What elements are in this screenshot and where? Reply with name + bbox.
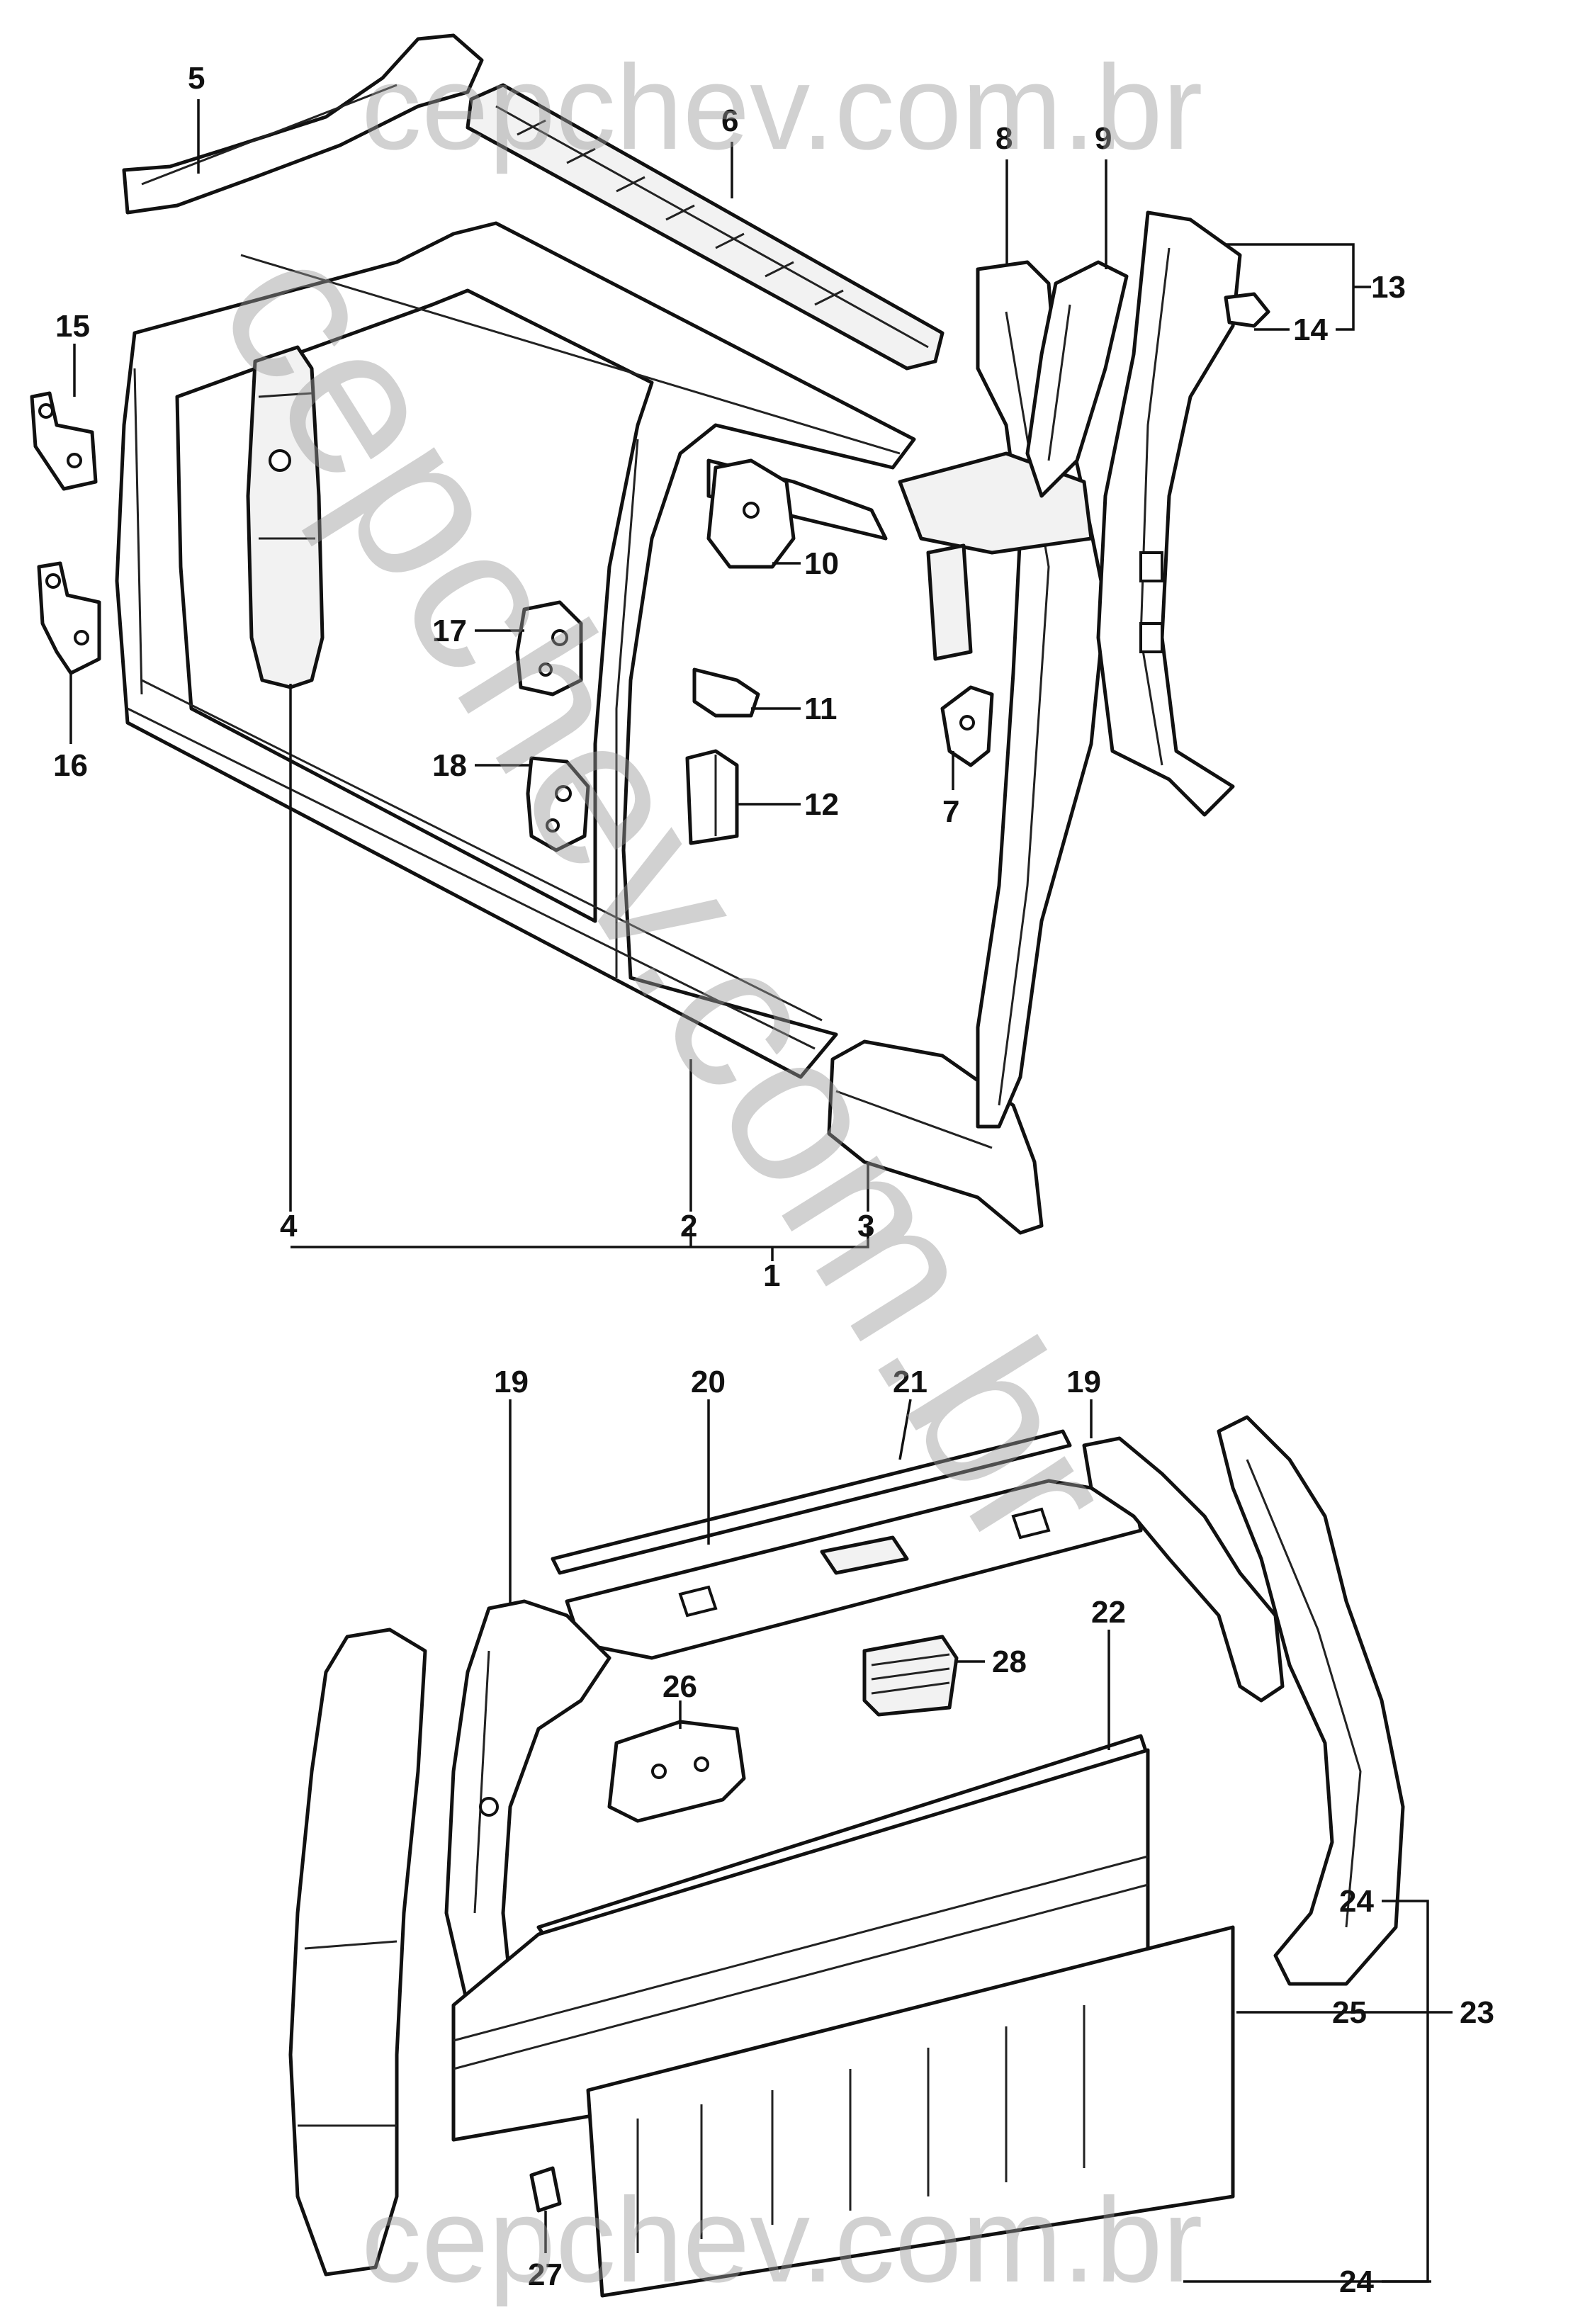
rear-quarter-pillar-right [1082,1436,1285,1703]
cab-rear-assembly [288,1415,1405,2298]
striker-plate-lower [526,756,590,852]
clip-part [1224,292,1270,328]
callout-13: 13 [1371,270,1406,305]
callout-1: 1 [763,1258,780,1293]
callout-27: 27 [528,2257,563,2292]
vent-grille [862,1635,959,1717]
watermark-bottom: cepchev.com.br [361,2173,1202,2308]
hinge-bracket-upper [30,391,98,491]
rear-cab-main-panel [451,1734,1235,2298]
callout-23: 23 [1460,1995,1494,2030]
rear-quarter-pillar-left [444,1599,611,2021]
callout-28: 28 [992,1645,1027,1679]
small-tab-piece [529,2166,562,2213]
pillar-reinforcement [246,345,325,689]
callout-24-lower: 24 [1339,2264,1374,2299]
callout-12: 12 [804,787,839,822]
side-body-assembly [30,33,1270,1235]
callout-8: 8 [996,121,1013,156]
callout-2: 2 [680,1209,697,1243]
callout-11: 11 [804,692,838,726]
callout-24-upper: 24 [1339,1884,1374,1919]
b-pillar-inner [1025,260,1129,498]
front-header-rail [122,33,484,215]
callout-19-left: 19 [494,1365,529,1399]
callout-4: 4 [280,1209,298,1243]
roof-rail-strip [466,83,945,371]
right-quarter-outer [1217,1415,1405,1986]
callout-15: 15 [55,309,90,344]
callout-6: 6 [721,103,738,138]
b-pillar-outer [898,260,1107,1129]
callout-14: 14 [1293,312,1328,347]
callout-9: 9 [1095,121,1112,156]
striker-plate-upper [515,600,583,696]
callout-3: 3 [857,1209,874,1243]
callout-10: 10 [804,546,839,581]
callout-7: 7 [942,794,959,829]
callout-18: 18 [432,748,467,783]
leader-lines [69,99,1453,2283]
pillar-bracket-small [940,685,994,767]
callout-21: 21 [893,1365,927,1399]
callout-26: 26 [662,1669,697,1704]
callout-25: 25 [1332,1995,1367,2030]
gusset-bracket [692,667,760,718]
callout-16: 16 [53,748,88,783]
callout-17: 17 [432,614,467,648]
watermark-top: cepchev.com.br [361,40,1202,175]
left-quarter-outer [288,1628,427,2277]
callout-22: 22 [1091,1595,1126,1630]
callout-labels: 5 6 8 9 13 14 15 16 17 18 10 11 12 7 4 2… [53,61,1494,2299]
callout-19-right: 19 [1066,1365,1101,1399]
bracket-plate [706,458,796,569]
hinge-bracket-lower [37,561,101,675]
rear-pillar-panel [1096,210,1242,817]
channel-piece [685,749,739,845]
callout-20: 20 [691,1365,726,1399]
roof-rear-strip [551,1429,1072,1575]
callout-5: 5 [188,61,205,96]
rear-panel-bracket [607,1720,746,1823]
